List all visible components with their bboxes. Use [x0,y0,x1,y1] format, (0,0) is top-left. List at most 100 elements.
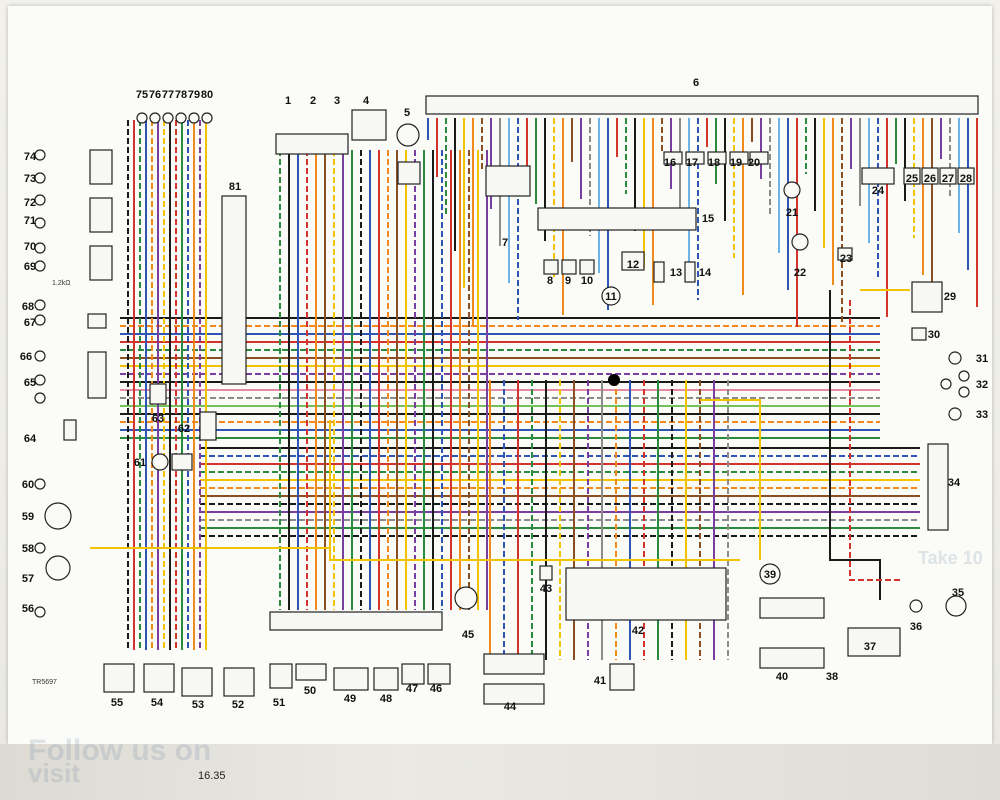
component-label-24: 24 [872,185,885,197]
component-11 [601,286,621,306]
fuse-1 [561,259,577,275]
component-label-79: 79 [188,89,200,101]
connector-34 [927,443,949,531]
component-47 [401,663,425,685]
component-label-4: 4 [363,95,370,107]
component-label-28: 28 [960,173,972,185]
component-7 [485,165,531,197]
wire-150 [329,420,740,561]
center-dot [608,374,620,386]
component-label-7: 7 [502,237,508,249]
component-label-38: 38 [826,671,838,683]
component-label-68: 68 [22,301,34,313]
connector-1-3 [275,133,349,155]
component-label-73: 73 [24,173,36,185]
component-label-72: 72 [24,197,36,209]
bulb-78 [175,112,187,124]
left-connector-1 [89,197,113,233]
component-31 [948,351,962,365]
component-label-19: 19 [730,157,742,169]
component-label-78: 78 [175,89,187,101]
left-terminal-5 [34,260,46,272]
component-label-3: 3 [334,95,340,107]
component-label-17: 17 [686,157,698,169]
component-label-55: 55 [111,697,123,709]
component-label-70: 70 [24,241,36,253]
component-label-56: 56 [22,603,34,615]
component-label-16: 16 [664,157,676,169]
component-label-30: 30 [928,329,940,341]
component-label-18: 18 [708,157,720,169]
component-label-50: 50 [304,685,316,697]
component-label-13: 13 [670,267,682,279]
component-label-54: 54 [151,697,164,709]
bg-text-follow: Follow us on [28,734,212,767]
bulb-77 [162,112,174,124]
component-36 [909,599,923,613]
bulb-76 [149,112,161,124]
left-terminal-7 [34,314,46,326]
component-label-46: 46 [430,683,442,695]
left-connector-65 [87,351,107,399]
component-label-10: 10 [581,275,593,287]
relay-28 [957,167,975,185]
component-label-63: 63 [152,413,164,425]
component-label-29: 29 [944,291,956,303]
component-label-49: 49 [344,693,356,705]
relay-16 [663,151,683,165]
relay-55 [103,663,135,693]
component-50 [295,663,327,681]
page-number: 16.35 [198,770,226,782]
component-label-14: 14 [699,267,712,279]
component-label-2: 2 [310,95,316,107]
component-label-22: 22 [794,267,806,279]
relay-17 [685,151,705,165]
left-connector-62 [199,411,217,441]
fuse-2 [579,259,595,275]
component-label-69: 69 [24,261,36,273]
component-label-6: 6 [693,77,699,89]
component-58 [34,542,46,554]
left-connector-63 [149,383,167,405]
component-label-71: 71 [24,215,36,227]
component-label-61: 61 [134,457,146,469]
component-label-52: 52 [232,699,244,711]
component-label-35: 35 [952,587,964,599]
component-label-26: 26 [924,173,936,185]
fuse-0 [543,259,559,275]
wire-149 [700,399,761,560]
component-4 [351,109,387,141]
component-label-58: 58 [22,543,34,555]
component-41 [609,663,635,691]
component-label-45: 45 [462,629,474,641]
component-label-59: 59 [22,511,34,523]
relay-25 [903,167,921,185]
component-label-64: 64 [24,433,37,445]
component-23 [837,247,853,261]
component-label-51: 51 [273,697,285,709]
component-46 [427,663,451,685]
connector-40b [759,647,825,669]
component-label-25: 25 [906,173,918,185]
bulb-79 [188,112,200,124]
left-terminal-1 [34,172,46,184]
component-label-81: 81 [229,181,241,193]
relay-20 [749,151,769,165]
component-label-34: 34 [948,477,961,489]
component-label-12: 12 [627,259,639,271]
component-label-48: 48 [380,693,392,705]
left-terminal-4 [34,242,46,254]
left-terminal-2 [34,194,46,206]
component-label-44: 44 [504,701,517,713]
component-label-80: 80 [201,89,213,101]
component-label-60: 60 [22,479,34,491]
left-terminal-0 [34,149,46,161]
component-61-plug [171,453,193,471]
left-connector-0 [89,149,113,185]
component-label-27: 27 [942,173,954,185]
component-30 [911,327,927,341]
wire-147 [849,300,900,581]
left-terminal-3 [34,217,46,229]
